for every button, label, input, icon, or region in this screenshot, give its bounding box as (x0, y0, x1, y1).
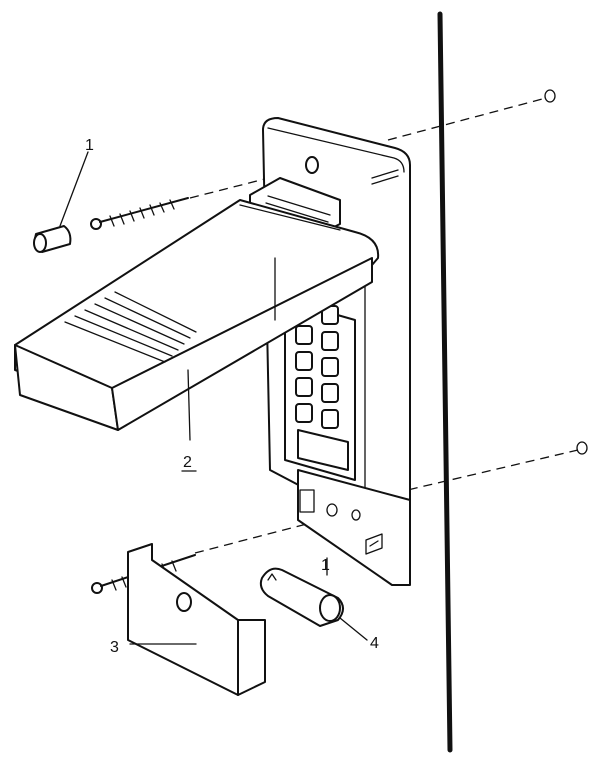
housing-upper-hole (305, 156, 319, 174)
leader-lines (59, 151, 368, 645)
base-plate-lower-hole (326, 503, 338, 517)
lower-wall-hole (576, 441, 588, 455)
part-4-battery (259, 567, 344, 627)
callout-2: 2 (183, 454, 192, 471)
keypad-face (284, 299, 356, 481)
wall-hole-markers (544, 89, 588, 455)
upper-screw (90, 197, 189, 230)
callout-1: 1 (85, 137, 94, 154)
part-3-bracket (127, 543, 266, 696)
callout-4: 4 (370, 635, 379, 652)
part-2-keypad-cover (14, 199, 380, 431)
part-1-cap-plug (33, 225, 72, 253)
keypad-button-grid (295, 299, 349, 471)
upper-wall-hole (544, 89, 556, 103)
wall-edge (437, 11, 453, 753)
battery-polarity-marker: 1 (321, 557, 330, 574)
mounting-base-plate (297, 469, 411, 586)
callout-3: 3 (110, 639, 119, 656)
